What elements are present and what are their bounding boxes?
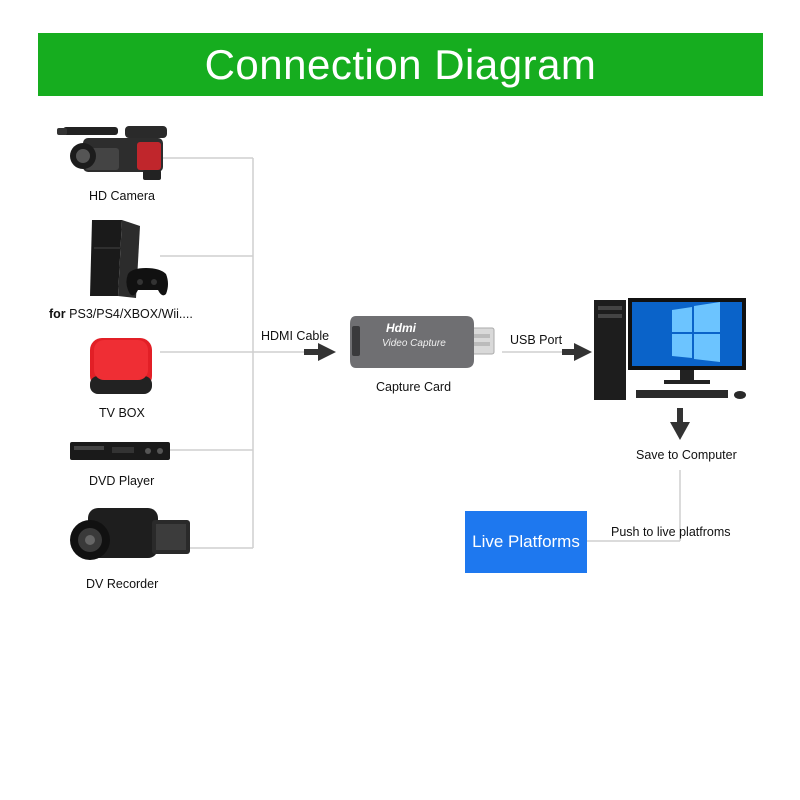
video-camera-icon	[55, 118, 175, 184]
push-to-live-label: Push to live platfroms	[611, 525, 731, 539]
source-label-console-text: PS3/PS4/XBOX/Wii....	[69, 307, 193, 321]
usb-arrow	[562, 343, 592, 361]
live-platforms-label: Live Platforms	[472, 532, 580, 551]
capture-card-device: Hdmi Video Capture	[348, 312, 496, 372]
camcorder-icon	[64, 502, 192, 568]
source-label-console-prefix: for	[49, 307, 66, 321]
game-console-icon	[88, 218, 172, 300]
dvd-player-icon	[70, 440, 170, 462]
diagram-title: Connection Diagram	[204, 40, 597, 88]
usb-port-label: USB Port	[510, 333, 563, 347]
source-label-tv-box: TV BOX	[99, 406, 145, 420]
capture-card-logo: Hdmi	[386, 321, 416, 335]
live-platforms-box: Live Platforms	[465, 511, 587, 573]
save-down-arrow	[670, 408, 690, 440]
diagram-title-banner: Connection Diagram	[38, 33, 763, 96]
source-label-console: for PS3/PS4/XBOX/Wii....	[49, 307, 193, 321]
tv-box-icon	[88, 336, 154, 398]
hdmi-arrow	[304, 343, 336, 361]
save-to-computer-label: Save to Computer	[636, 448, 737, 462]
source-label-dv-recorder: DV Recorder	[86, 577, 159, 591]
source-label-hd-camera: HD Camera	[89, 189, 155, 203]
capture-card-body-text: Video Capture	[382, 338, 446, 349]
capture-card-label: Capture Card	[376, 380, 452, 394]
desktop-computer-icon	[592, 296, 752, 404]
source-label-dvd-player: DVD Player	[89, 474, 155, 488]
hdmi-cable-label: HDMI Cable	[261, 329, 330, 343]
